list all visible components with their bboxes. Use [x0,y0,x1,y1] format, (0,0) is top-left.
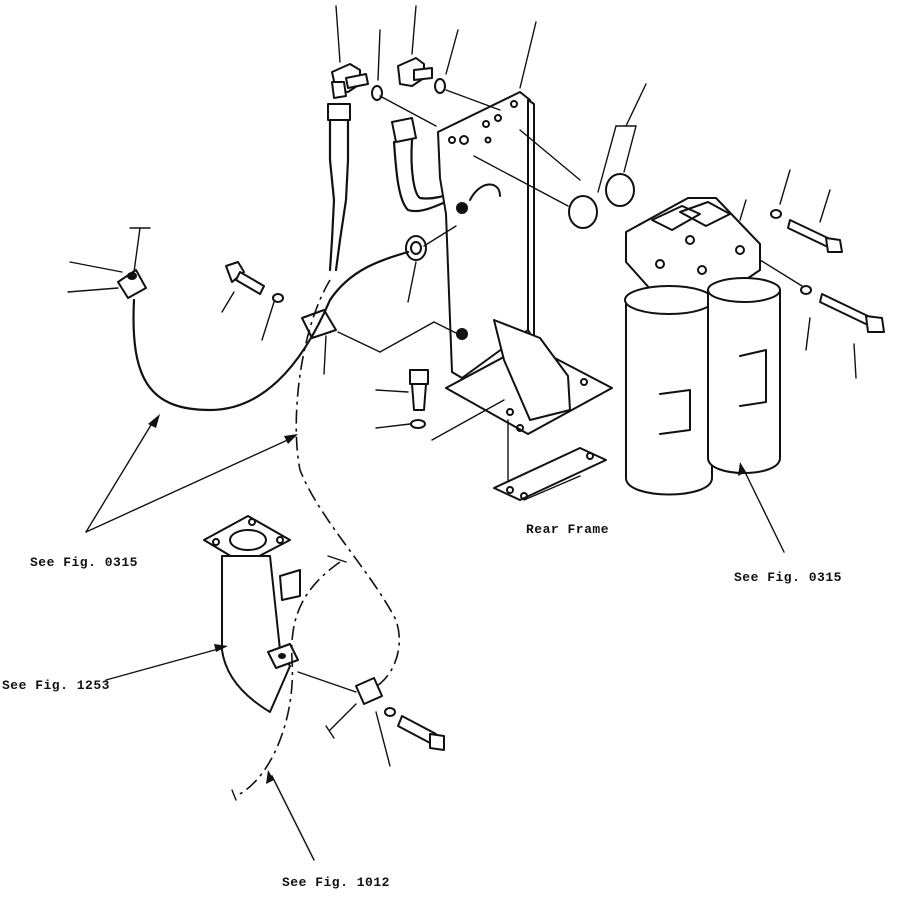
o-ring-large-2 [606,174,634,206]
filter-head [626,198,760,300]
clamp-lower-right [356,678,395,716]
label-see-fig-1253: See Fig. 1253 [2,678,110,693]
o-ring-top-left [372,86,382,100]
clamp-lower-left [268,644,298,668]
mounting-bracket [438,92,612,434]
elbow-fitting-left [332,64,368,98]
label-see-fig-1012: See Fig. 1012 [282,875,390,890]
hose-long-center [296,280,399,690]
clamp-left [118,270,146,298]
arrow-fig-1012 [266,770,314,860]
adapter-fitting [406,236,426,260]
leader-lines [68,6,856,766]
o-ring-top-right [435,79,445,93]
label-see-fig-0315-right: See Fig. 0315 [734,570,842,585]
arrow-fig-0315-right [738,462,784,552]
bolt-vertical [410,370,428,428]
frame-plate-lower [494,448,606,500]
hose-dashed-lower [236,562,340,796]
filter-cartridge-right [708,278,780,473]
bolt-lower [398,716,444,750]
elbow-pipe [204,516,300,712]
label-rear-frame: Rear Frame [526,522,610,537]
o-ring-large-1 [569,196,597,228]
hose-long-left [134,252,408,410]
arrow-group-fig-0315-left [86,414,298,532]
bolt-mid-left [226,262,283,302]
hose-left-upper [328,104,350,270]
bolt-upper-right [771,210,842,252]
bolt-lower-right [801,286,884,332]
label-see-fig-0315-left: See Fig. 0315 [30,555,138,570]
arrow-fig-1253 [106,644,228,680]
filter-cartridge-left [625,286,713,495]
elbow-fitting-right [398,58,432,86]
